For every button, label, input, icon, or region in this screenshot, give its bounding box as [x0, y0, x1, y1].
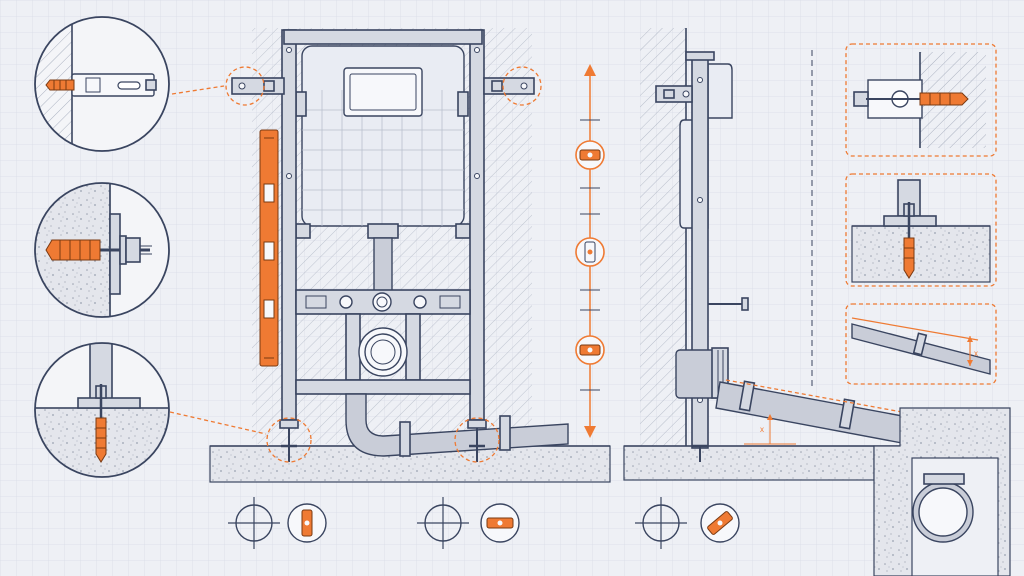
slope-label: x	[974, 349, 978, 358]
spirit-level-icon	[480, 503, 520, 543]
level-check-axis	[575, 64, 605, 438]
detail-wall-bracket	[34, 16, 170, 152]
detail-panel-pipe-slope: x	[845, 303, 997, 385]
highlight-foot-left	[266, 417, 312, 463]
crosshair-icon	[228, 497, 280, 549]
spirit-level-icon	[575, 140, 605, 170]
spirit-level-icon	[575, 237, 605, 267]
floor-offset-label: x	[760, 425, 764, 434]
leader-line-floor	[169, 411, 267, 435]
front-view	[209, 28, 611, 483]
highlight-bracket-left	[225, 66, 265, 106]
flush-plate-opening	[343, 67, 423, 117]
spirit-level-icon	[575, 335, 605, 365]
highlight-bracket-right	[502, 66, 542, 106]
spirit-level-icon	[287, 503, 327, 543]
crosshair-icon	[417, 497, 469, 549]
spirit-level-icon	[700, 503, 740, 543]
detail-anchor-bolt-wall	[34, 182, 170, 318]
frame-upright-right	[469, 29, 485, 421]
side-view: x	[623, 28, 1011, 576]
highlight-foot-right	[454, 417, 500, 463]
detail-panel-floor-anchor	[845, 173, 997, 287]
detail-panel-wall-anchor	[845, 43, 997, 157]
crosshair-icon	[635, 497, 687, 549]
leader-line-bracket	[171, 85, 225, 95]
